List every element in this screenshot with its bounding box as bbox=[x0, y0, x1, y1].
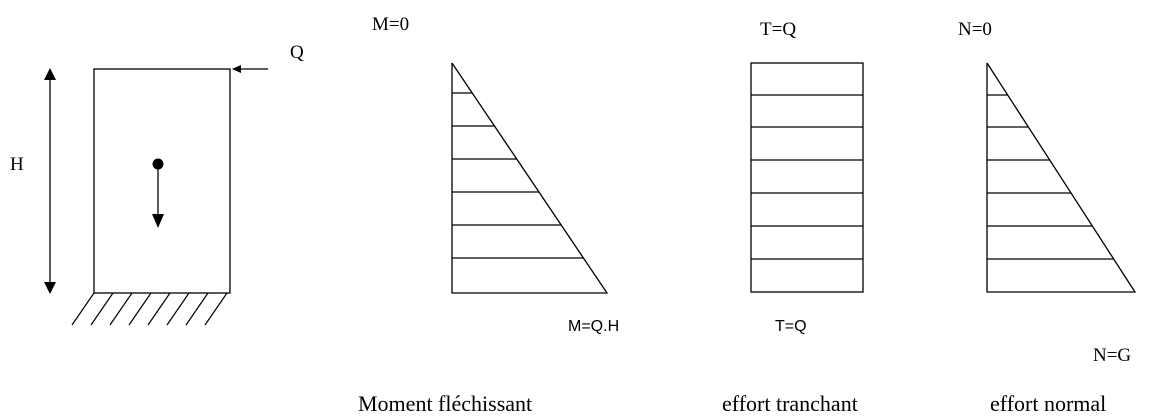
normal-caption: effort normal bbox=[990, 391, 1106, 416]
normal-bottom-label: N=G bbox=[1093, 345, 1131, 366]
shear-diagram: T=Q T=Q effort tranchant bbox=[722, 19, 864, 416]
height-label: H bbox=[10, 154, 24, 175]
moment-top-label: M=0 bbox=[372, 14, 409, 35]
shear-caption: effort tranchant bbox=[722, 391, 858, 416]
normal-top-label: N=0 bbox=[958, 19, 992, 40]
column-figure: Q H bbox=[10, 42, 304, 326]
fixed-support bbox=[71, 292, 228, 326]
height-dimension bbox=[44, 68, 56, 294]
moment-bottom-label: M=Q.H bbox=[568, 318, 619, 335]
moment-caption: Moment fléchissant bbox=[358, 391, 532, 416]
shear-bottom-label: T=Q bbox=[775, 318, 807, 335]
load-label: Q bbox=[290, 42, 304, 63]
weight-arrow bbox=[152, 158, 164, 228]
shear-top-label: T=Q bbox=[760, 19, 796, 40]
column-body bbox=[93, 68, 231, 294]
normal-diagram: N=0 N=G effort normal bbox=[958, 19, 1137, 416]
moment-diagram: M=0 M=Q.H Moment fléchissant bbox=[358, 14, 619, 416]
